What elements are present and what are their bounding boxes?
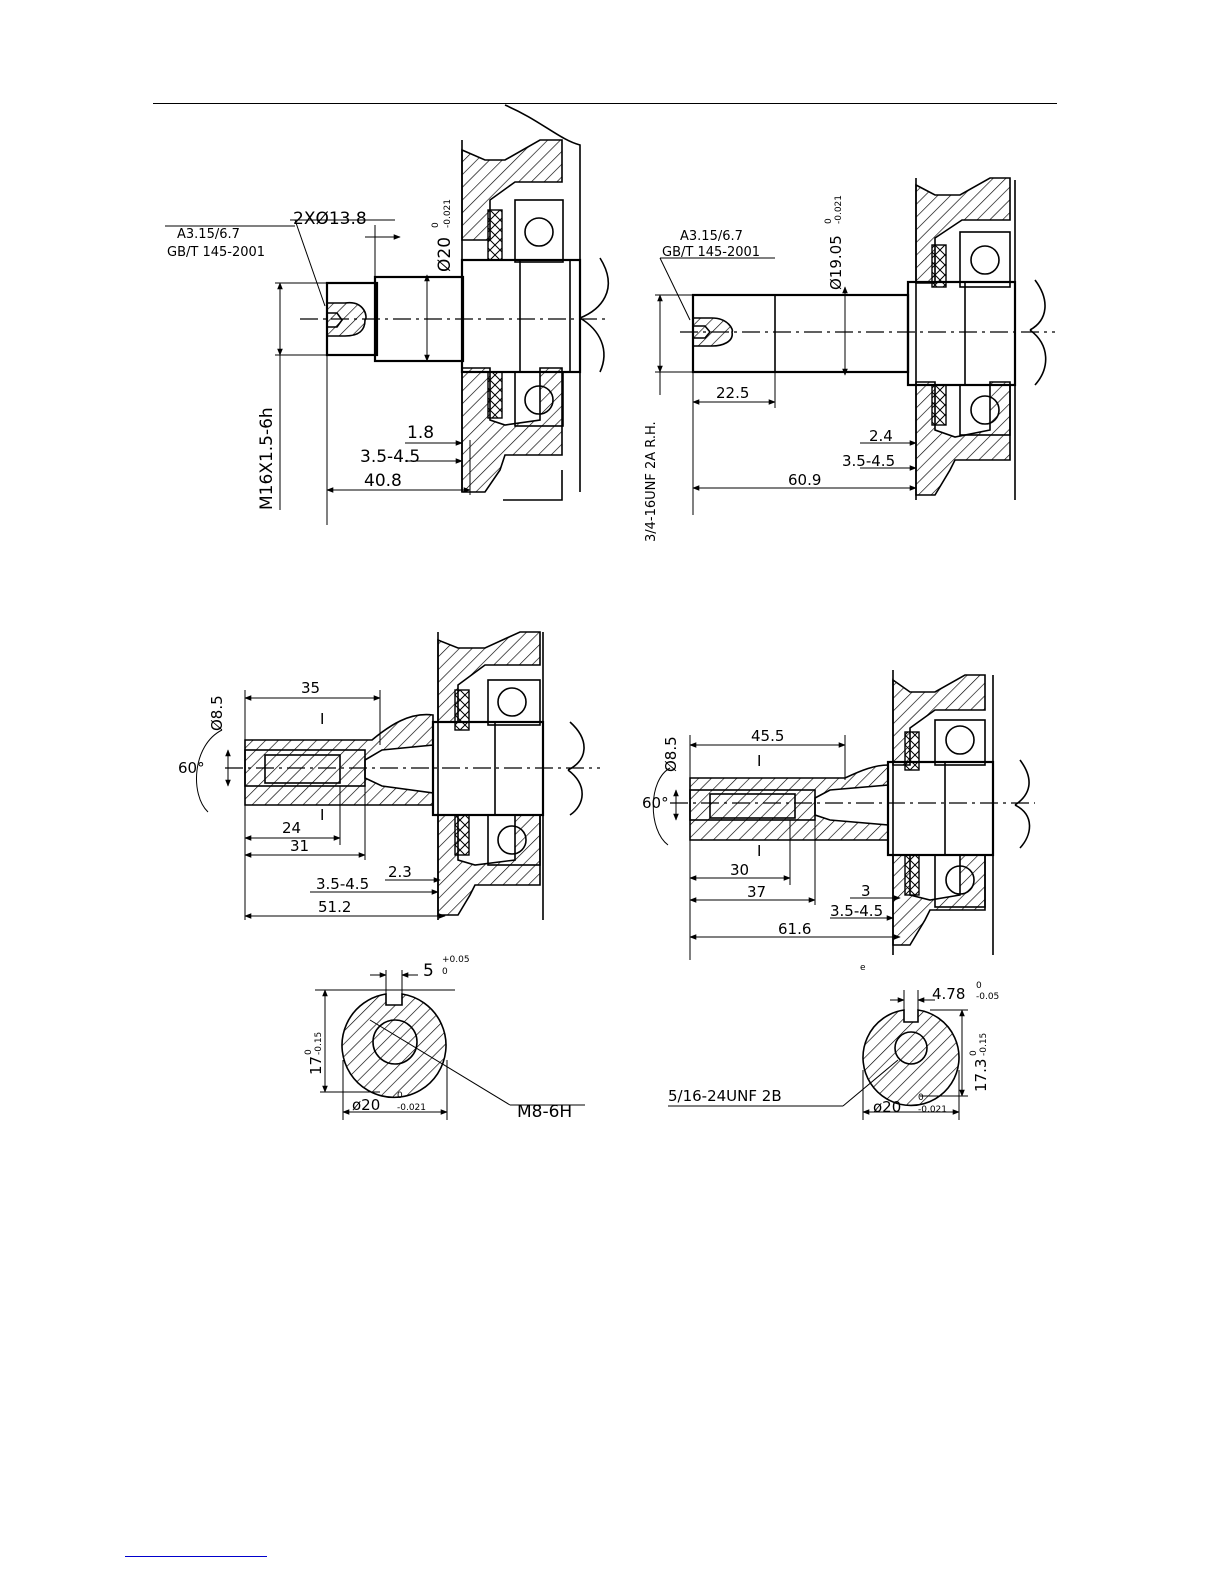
shaft-dia-group: Ø19.05 0 -0.021 bbox=[824, 195, 845, 290]
key-tol-upper: +0.05 bbox=[442, 955, 470, 965]
shaft-dia-tol-upper: 0 bbox=[431, 222, 441, 228]
shaft bbox=[300, 258, 610, 374]
section-dia-label: ø20 bbox=[873, 1098, 901, 1116]
shaft bbox=[670, 760, 1035, 857]
section-dia-tol-lower: -0.021 bbox=[397, 1103, 426, 1113]
dim-d1-label: 24 bbox=[282, 819, 301, 837]
header-rule bbox=[153, 103, 1057, 104]
chamfer-label: 2XØ13.8 bbox=[293, 209, 367, 229]
dim-a-label: 2.4 bbox=[869, 427, 893, 445]
section-dia-label: ø20 bbox=[352, 1096, 380, 1114]
shaft-dia-label: Ø19.05 bbox=[827, 235, 845, 290]
bore-dia-group: Ø8.5 bbox=[208, 695, 226, 731]
dim-c-label: 60.9 bbox=[788, 471, 821, 489]
bore-dia-group: Ø8.5 bbox=[662, 736, 680, 772]
thread-label: M16X1.5-6h bbox=[257, 407, 277, 510]
key-depth-group: 17 0 -0.15 bbox=[304, 1032, 325, 1075]
dim-len-label: 45.5 bbox=[751, 727, 784, 745]
section-dia-tol-upper: 0 bbox=[397, 1091, 403, 1101]
key-width-label: 5 bbox=[423, 961, 434, 981]
thread-label: 3/4-16UNF 2A R.H. bbox=[644, 421, 659, 542]
dim-d1-label: 30 bbox=[730, 861, 749, 879]
section-mark-top: I bbox=[320, 710, 324, 728]
center-hole-std-label: GB/T 145-2001 bbox=[167, 245, 265, 260]
shaft-dia-tol-lower: -0.021 bbox=[834, 195, 844, 224]
key-tol-upper: 0 bbox=[976, 981, 982, 991]
tap-label: 5/16-24UNF 2B bbox=[668, 1087, 782, 1105]
center-hole-std-label: GB/T 145-2001 bbox=[662, 245, 760, 260]
dim-a-label: 2.3 bbox=[388, 863, 412, 881]
section-dia-tol-lower: -0.021 bbox=[918, 1105, 947, 1115]
dimensions bbox=[652, 735, 901, 960]
key-depth-tol-upper: 0 bbox=[969, 1050, 979, 1056]
dim-a-label: 3 bbox=[861, 882, 871, 900]
bore-dia-label: Ø8.5 bbox=[208, 695, 226, 731]
tap-label: M8-6H bbox=[517, 1102, 572, 1122]
drawing-bottom-right: Ø8.5 60° 45.5 30 37 3 3.5-4.5 61.6 I I e bbox=[642, 670, 1035, 1120]
thread-group: M16X1.5-6h bbox=[257, 407, 277, 510]
shaft-dia-group: Ø20 0 -0.021 bbox=[431, 199, 455, 272]
bearing-housing bbox=[892, 670, 1031, 955]
dimensions bbox=[196, 690, 446, 920]
bore-dia-label: Ø8.5 bbox=[662, 736, 680, 772]
key-width-label: 4.78 bbox=[932, 985, 965, 1003]
shaft bbox=[225, 713, 600, 817]
key-depth-label: 17.3 bbox=[972, 1059, 990, 1092]
drawing-top-left: A3.15/6.7 GB/T 145-2001 2XØ13.8 Ø20 0 -0… bbox=[165, 104, 610, 525]
section-view bbox=[668, 990, 968, 1120]
stray-mark: e bbox=[860, 963, 866, 973]
shaft bbox=[680, 280, 1055, 387]
dim-c-label: 51.2 bbox=[318, 898, 351, 916]
section-dia-tol-upper: 0 bbox=[918, 1093, 924, 1103]
bearing-housing bbox=[437, 631, 585, 920]
bearing-housing bbox=[461, 104, 610, 501]
angle-label: 60° bbox=[178, 759, 205, 777]
thread-group: 3/4-16UNF 2A R.H. bbox=[644, 421, 659, 542]
dim-b-label: 3.5-4.5 bbox=[830, 902, 883, 920]
key-depth-tol-lower: -0.15 bbox=[314, 1032, 324, 1055]
center-hole-label: A3.15/6.7 bbox=[680, 229, 743, 244]
dim-b-label: 3.5-4.5 bbox=[316, 875, 369, 893]
key-depth-group: 17.3 0 -0.15 bbox=[969, 1033, 990, 1092]
dim-b-label: 3.5-4.5 bbox=[842, 452, 895, 470]
section-view bbox=[315, 970, 585, 1120]
dim-d2-label: 37 bbox=[747, 883, 766, 901]
dim-b-label: 3.5-4.5 bbox=[360, 447, 420, 467]
key-tol-lower: -0.05 bbox=[976, 992, 999, 1002]
dim-c-label: 61.6 bbox=[778, 920, 811, 938]
dim-d2-label: 31 bbox=[290, 837, 309, 855]
section-mark-bottom: I bbox=[320, 806, 324, 824]
footer-link-rule bbox=[125, 1556, 267, 1557]
dim-c-label: 40.8 bbox=[364, 471, 402, 491]
key-tol-lower: 0 bbox=[442, 967, 448, 977]
shaft-dia-label: Ø20 bbox=[435, 237, 455, 272]
dim-a-label: 1.8 bbox=[407, 423, 434, 443]
shaft-dia-tol-lower: -0.021 bbox=[443, 199, 453, 228]
dim-len-label: 22.5 bbox=[716, 384, 749, 402]
section-mark-bottom: I bbox=[757, 842, 761, 860]
key-depth-tol-upper: 0 bbox=[304, 1049, 314, 1055]
dimensions bbox=[655, 257, 917, 515]
drawing-top-right: A3.15/6.7 GB/T 145-2001 Ø19.05 0 -0.021 … bbox=[644, 177, 1055, 542]
shaft-dia-tol-upper: 0 bbox=[824, 218, 834, 224]
key-depth-label: 17 bbox=[307, 1056, 325, 1075]
key-depth-tol-lower: -0.15 bbox=[979, 1033, 989, 1056]
dim-len-label: 35 bbox=[301, 679, 320, 697]
dimensions bbox=[165, 219, 471, 525]
angle-label: 60° bbox=[642, 794, 669, 812]
drawing-bottom-left: Ø8.5 60° 35 24 31 2.3 3.5-4.5 51.2 I I 5 bbox=[178, 631, 600, 1122]
bearing-housing bbox=[915, 177, 1047, 500]
section-mark-top: I bbox=[757, 752, 761, 770]
center-hole-label: A3.15/6.7 bbox=[177, 227, 240, 242]
